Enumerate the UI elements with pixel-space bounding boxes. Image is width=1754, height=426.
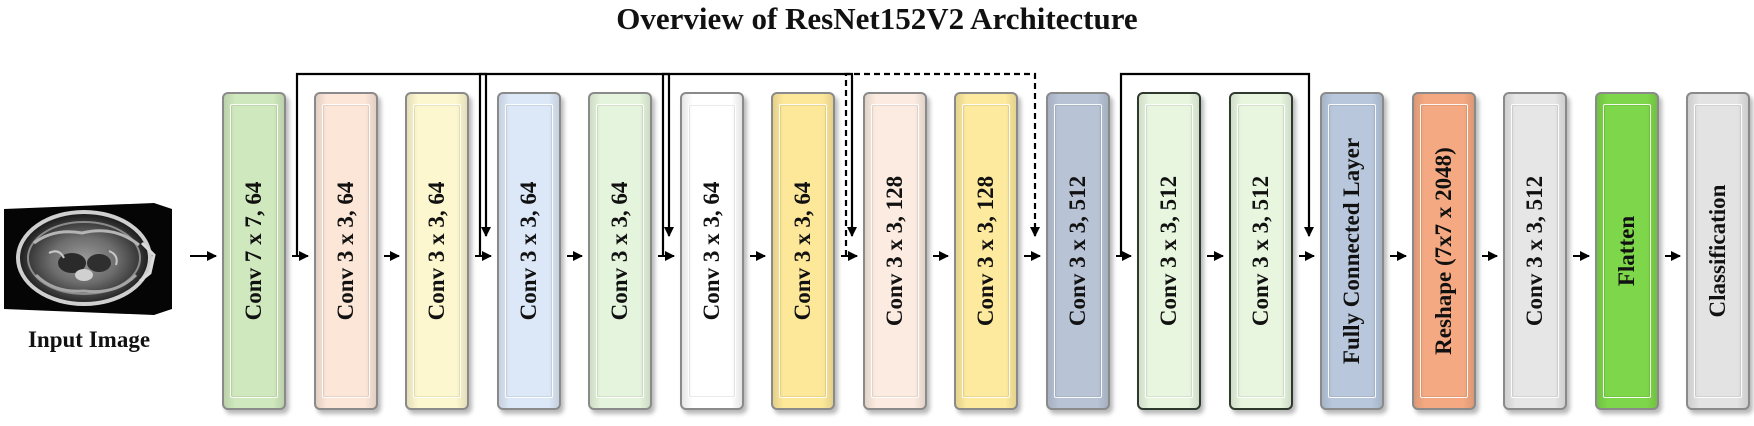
layer-block: Fully Connected Layer xyxy=(1320,92,1384,410)
layer-label: Conv 3 x 3, 64 xyxy=(790,181,815,321)
layer-block-inner-frame xyxy=(596,104,644,398)
layer-block: Conv 3 x 3, 64 xyxy=(771,92,835,410)
layer-label: Conv 3 x 3, 64 xyxy=(516,181,541,321)
layer-block-inner-frame xyxy=(413,104,461,398)
layer-block-inner-frame xyxy=(871,104,919,398)
layer-block-inner-frame xyxy=(1511,104,1559,398)
layer-label: Conv 3 x 3, 64 xyxy=(424,181,449,321)
layer-block-inner-frame xyxy=(322,104,370,398)
layer-block: Conv 3 x 3, 512 xyxy=(1503,92,1567,410)
layer-block: Conv 7 x 7, 64 xyxy=(222,92,286,410)
layer-label: Conv 3 x 3, 64 xyxy=(333,181,358,321)
layer-block: Reshape (7x7 x 2048) xyxy=(1412,92,1476,410)
layer-label: Conv 3 x 3, 512 xyxy=(1522,175,1547,327)
layer-block: Conv 3 x 3, 128 xyxy=(863,92,927,410)
layer-block-inner-frame xyxy=(505,104,553,398)
layer-block-inner-frame xyxy=(1054,104,1102,398)
layer-block: Flatten xyxy=(1595,92,1659,410)
skip-connection-arrow xyxy=(844,72,1040,256)
layer-label: Conv 3 x 3, 512 xyxy=(1065,175,1090,327)
layer-block: Conv 3 x 3, 64 xyxy=(314,92,378,410)
layer-label: Conv 3 x 3, 512 xyxy=(1248,175,1273,327)
layer-label: Conv 3 x 3, 64 xyxy=(699,181,724,321)
layer-block-inner-frame xyxy=(1420,104,1468,398)
layer-block-inner-frame xyxy=(1694,104,1742,398)
input-image xyxy=(4,203,172,315)
layer-block: Conv 3 x 3, 512 xyxy=(1046,92,1110,410)
layer-label: Fully Connected Layer xyxy=(1339,137,1364,365)
layer-block-inner-frame xyxy=(1237,104,1285,398)
skip-connection-arrow xyxy=(295,72,491,256)
diagram-title: Overview of ResNet152V2 Architecture xyxy=(616,1,1138,36)
layer-label: Conv 3 x 3, 512 xyxy=(1156,175,1181,327)
layer-label: Flatten xyxy=(1614,215,1639,287)
layer-label: Conv 3 x 3, 64 xyxy=(607,181,632,321)
input-image-label: Input Image xyxy=(27,327,151,352)
layer-label: Conv 7 x 7, 64 xyxy=(241,181,266,321)
layer-block-inner-frame xyxy=(1603,104,1651,398)
layer-block: Conv 3 x 3, 128 xyxy=(954,92,1018,410)
layer-block: Conv 3 x 3, 512 xyxy=(1229,92,1293,410)
layer-label: Classification xyxy=(1705,184,1730,318)
layer-label: Reshape (7x7 x 2048) xyxy=(1431,147,1456,355)
layer-block: Conv 3 x 3, 64 xyxy=(405,92,469,410)
layer-block-inner-frame xyxy=(1145,104,1193,398)
layer-block-inner-frame xyxy=(1328,104,1376,398)
layer-block-inner-frame xyxy=(779,104,827,398)
layer-block: Conv 3 x 3, 64 xyxy=(680,92,744,410)
layer-block-inner-frame xyxy=(962,104,1010,398)
skip-connection-arrow xyxy=(1119,72,1314,256)
layer-block: Conv 3 x 3, 64 xyxy=(497,92,561,410)
layer-block: Classification xyxy=(1686,92,1750,410)
layer-label: Conv 3 x 3, 128 xyxy=(973,175,998,327)
layer-block: Conv 3 x 3, 64 xyxy=(588,92,652,410)
layer-block-inner-frame xyxy=(688,104,736,398)
layer-label: Conv 3 x 3, 128 xyxy=(882,175,907,327)
layer-block-inner-frame xyxy=(230,104,278,398)
layer-block: Conv 3 x 3, 512 xyxy=(1137,92,1201,410)
skip-connection-arrow xyxy=(478,72,674,256)
skip-connection-arrow xyxy=(661,72,857,256)
